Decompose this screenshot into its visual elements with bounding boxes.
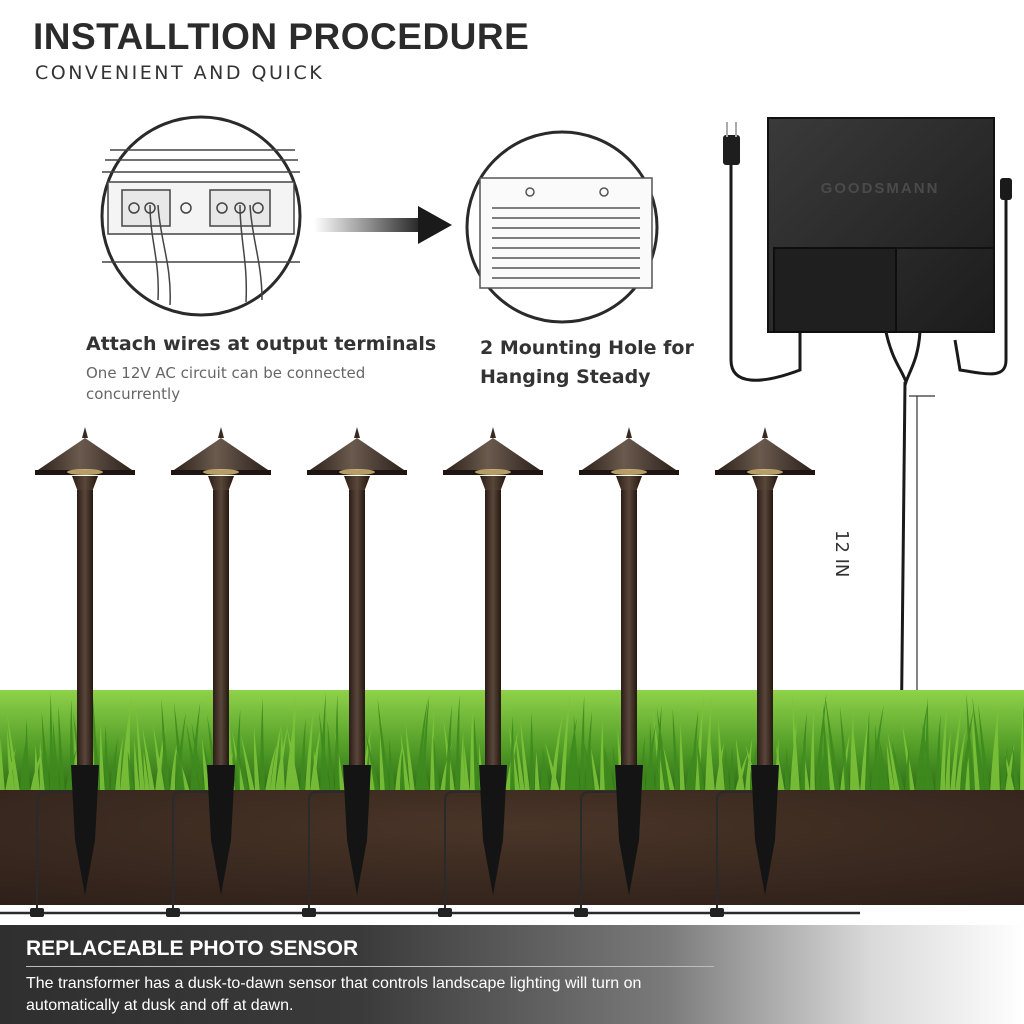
arrow-right-icon xyxy=(314,206,452,244)
step-1-description: One 12V AC circuit can be connected conc… xyxy=(86,364,366,403)
photo-sensor-banner xyxy=(0,925,1024,1024)
pathway-light xyxy=(438,427,543,917)
page-subtitle: CONVENIENT AND QUICK xyxy=(35,62,325,84)
soil-layer xyxy=(0,790,1024,925)
grass-strip xyxy=(0,690,1024,792)
banner-divider xyxy=(26,966,714,967)
page-title: INSTALLTION PROCEDURE xyxy=(33,16,530,57)
pathway-lights xyxy=(30,427,815,917)
pathway-light xyxy=(710,427,815,917)
pathway-light xyxy=(30,427,135,917)
banner-title: REPLACEABLE PHOTO SENSOR xyxy=(26,937,359,960)
step-1-title: Attach wires at output terminals xyxy=(86,333,437,355)
cable-length-label: 12 IN xyxy=(831,530,852,578)
transformer-box: GOODSMANN xyxy=(723,117,1012,914)
mounting-hole-illustration xyxy=(465,130,659,324)
transformer-brand-label: GOODSMANN xyxy=(821,180,940,197)
step-2-title: 2 Mounting Hole for Hanging Steady xyxy=(480,337,694,388)
pathway-light xyxy=(302,427,407,917)
banner-description: The transformer has a dusk-to-dawn senso… xyxy=(26,975,642,1014)
pathway-light xyxy=(574,427,679,917)
pathway-light xyxy=(166,427,271,917)
terminal-detail-illustration xyxy=(100,115,302,317)
